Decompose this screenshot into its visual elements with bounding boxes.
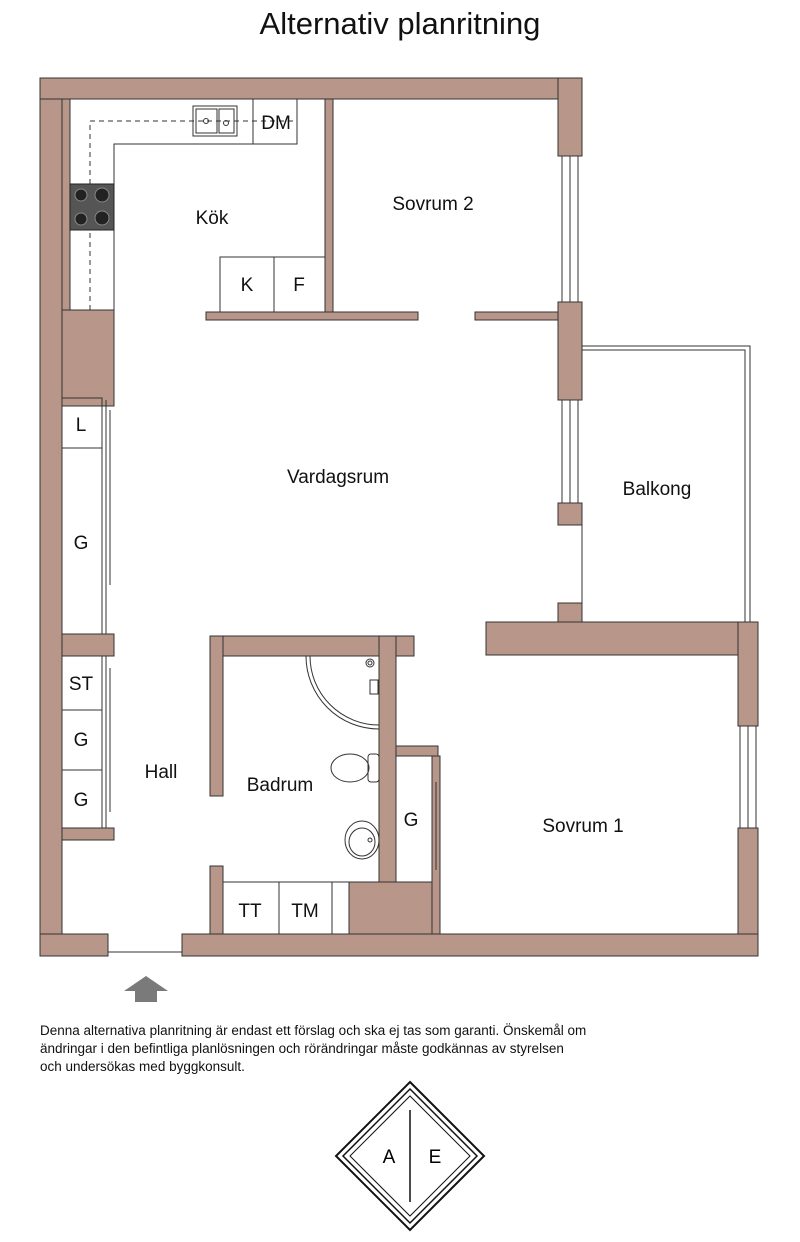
bathroom-fixtures [222,655,437,935]
logo: A E [334,1080,486,1232]
wall-outer-right-lower [557,502,583,526]
room-label-badrum: Badrum [247,775,314,796]
room-label-sovrum2: Sovrum 2 [392,194,473,215]
wall-vardagsrum-top-right [474,311,559,321]
fixture-labels: DM K F L G ST G G G TT TM [69,113,419,922]
balcony [581,345,751,622]
room-label-balkong: Balkong [623,479,692,500]
fixture-label-g4: G [404,810,419,831]
fixture-label-st: ST [69,674,94,695]
fixture-label-tt: TT [238,901,262,922]
fixture-label-g2: G [74,730,89,751]
room-label-sovrum1: Sovrum 1 [542,816,623,837]
cabinet-f [273,256,326,313]
wall-bath-left [209,635,224,797]
page-title: Alternativ planritning [259,6,541,41]
walls [39,77,759,957]
wall-closet-left-bottom [61,827,115,841]
wall-outer-bottom-right [181,933,759,957]
wall-outer-left [39,77,63,957]
fixture-label-k: K [241,275,254,296]
room-label-vardagsrum: Vardagsrum [287,467,389,488]
room-label-hall: Hall [145,762,178,783]
fixture-label-g1: G [74,533,89,554]
closet-g3 [61,769,103,829]
logo-letter-a: A [383,1147,396,1168]
wall-utility-block [348,881,440,935]
wall-outer-right-mid [557,301,583,401]
room-labels: Kök Sovrum 2 Vardagsrum Balkong Hall Bad… [145,194,692,837]
stove-icon [69,183,115,231]
closet-g1 [61,447,103,635]
wall-top-left-strip [61,98,71,311]
wall-outer-bottom-left [39,933,109,957]
fixture-label-g3: G [74,790,89,811]
wall-closet-left-top [61,633,115,657]
wall-vardagsrum-top-left [205,311,419,321]
basin-icon [344,820,380,860]
shower-icon [305,655,380,730]
wall-outer-right-upper [557,77,583,157]
wall-bath-right [378,635,397,883]
fixture-label-dm: DM [261,113,291,134]
disclaimer-text: Denna alternativa planritning är endast … [40,1023,587,1074]
wall-below-balcony [485,621,759,656]
logo-letter-e: E [429,1147,442,1168]
hall-closets [61,397,182,953]
wall-sovrum1-right-top [737,621,759,727]
toilet-icon [330,753,380,783]
wall-kitchen-back [61,309,115,407]
entrance-arrow-icon [124,976,168,1002]
fixture-label-f: F [293,275,305,296]
windows [561,155,757,829]
wall-outer-top [39,77,583,100]
sink [192,105,238,137]
wall-stub [395,745,439,757]
fixture-label-l: L [76,415,87,436]
wall-bath-bottom-left [209,865,224,935]
closet-g4 [395,755,433,883]
fixture-label-tm: TM [291,901,318,922]
floor-plan: Kök Sovrum 2 Vardagsrum Balkong Hall Bad… [39,77,759,1002]
wall-kitchen-sovrum2 [324,98,334,314]
room-label-kok: Kök [196,208,229,229]
